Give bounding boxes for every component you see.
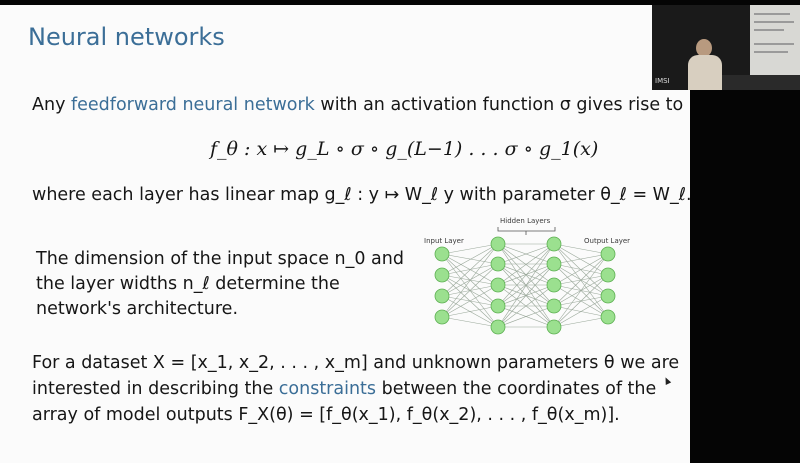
hidden-node bbox=[546, 298, 562, 314]
constraints-link: constraints bbox=[278, 379, 377, 399]
output-node bbox=[600, 309, 616, 325]
architecture-paragraph: The dimension of the input space n_0 and… bbox=[36, 247, 404, 322]
hidden-node bbox=[546, 256, 562, 272]
network-edge bbox=[441, 263, 499, 297]
network-edges bbox=[441, 243, 609, 328]
desk bbox=[722, 75, 800, 90]
input-node bbox=[434, 246, 450, 262]
network-edge bbox=[497, 243, 555, 265]
composition-equation: f_θ : x ↦ g_L ∘ σ ∘ g_(L−1) . . . σ ∘ g_… bbox=[210, 138, 599, 160]
speaker-body bbox=[688, 55, 722, 90]
feedforward-link: feedforward neural network bbox=[70, 95, 315, 115]
hidden-node bbox=[546, 319, 562, 335]
network-edge bbox=[497, 284, 555, 328]
network-edge bbox=[553, 316, 609, 328]
hidden-node bbox=[490, 298, 506, 314]
network-edge bbox=[441, 243, 499, 318]
network-edge bbox=[441, 263, 499, 276]
dataset-line: array of model outputs F_X(θ) = [f_θ(x_1… bbox=[32, 405, 620, 425]
speaker-video-thumbnail[interactable]: IMSI bbox=[652, 5, 800, 90]
network-edge bbox=[553, 243, 609, 318]
architecture-line: network's architecture. bbox=[36, 299, 239, 319]
hidden-node bbox=[490, 277, 506, 293]
network-edge bbox=[441, 284, 499, 318]
output-node bbox=[600, 246, 616, 262]
network-edge bbox=[553, 253, 609, 286]
dataset-line: interested in describing the constraints… bbox=[32, 376, 679, 402]
network-nodes bbox=[434, 236, 616, 335]
hidden-node bbox=[490, 319, 506, 335]
output-node bbox=[600, 288, 616, 304]
network-edge bbox=[441, 243, 499, 297]
network-edge bbox=[497, 243, 555, 328]
network-edge bbox=[497, 243, 555, 286]
input-layer-label: Input Layer bbox=[424, 237, 464, 245]
output-layer-label: Output Layer bbox=[584, 237, 630, 245]
hidden-node bbox=[490, 256, 506, 272]
hidden-node bbox=[546, 277, 562, 293]
network-edge bbox=[441, 243, 499, 255]
network-edge bbox=[553, 243, 609, 255]
network-edge bbox=[553, 253, 609, 328]
dataset-text-pre: interested in describing the bbox=[32, 379, 279, 399]
hidden-node bbox=[546, 236, 562, 252]
layer-map-sentence: where each layer has linear map g_ℓ : y … bbox=[32, 185, 690, 205]
intro-text-pre: Any bbox=[32, 95, 71, 115]
input-node bbox=[434, 267, 450, 283]
input-node bbox=[434, 309, 450, 325]
network-edge bbox=[497, 305, 555, 328]
dataset-line: For a dataset X = [x_1, x_2, . . . , x_m… bbox=[32, 353, 680, 373]
dataset-text-post: between the coordinates of the bbox=[376, 379, 657, 399]
hidden-layers-label: Hidden Layers bbox=[500, 217, 551, 225]
network-edge bbox=[497, 263, 555, 328]
hidden-layers-bracket bbox=[497, 227, 556, 235]
hidden-node bbox=[490, 236, 506, 252]
network-edge bbox=[441, 263, 499, 318]
network-edge bbox=[497, 243, 555, 307]
network-edge bbox=[441, 305, 499, 318]
projection-screen bbox=[750, 5, 800, 75]
network-edge bbox=[441, 316, 499, 328]
speaker-head bbox=[696, 39, 712, 57]
input-node bbox=[434, 288, 450, 304]
dataset-paragraph: For a dataset X = [x_1, x_2, . . . , x_m… bbox=[32, 350, 679, 428]
video-label: IMSI bbox=[655, 77, 670, 85]
network-edge bbox=[553, 253, 609, 307]
architecture-line: The dimension of the input space n_0 and bbox=[36, 249, 404, 269]
neural-network-diagram: Input Layer Hidden Layers Output Layer bbox=[424, 217, 630, 335]
network-edge bbox=[441, 253, 499, 265]
network-edge bbox=[553, 295, 609, 328]
network-edge bbox=[553, 274, 609, 328]
slide-title: Neural networks bbox=[28, 23, 225, 51]
network-edge bbox=[553, 243, 609, 276]
network-edge bbox=[497, 263, 555, 286]
output-node bbox=[600, 267, 616, 283]
network-edge bbox=[441, 243, 499, 276]
architecture-line: the layer widths n_ℓ determine the bbox=[36, 274, 340, 294]
intro-sentence: Any feedforward neural network with an a… bbox=[32, 95, 683, 115]
network-edge bbox=[553, 243, 609, 297]
slide: Neural networks Any feedforward neural n… bbox=[0, 5, 690, 463]
network-edge bbox=[553, 253, 609, 265]
intro-text-post: with an activation function σ gives rise… bbox=[314, 95, 684, 115]
